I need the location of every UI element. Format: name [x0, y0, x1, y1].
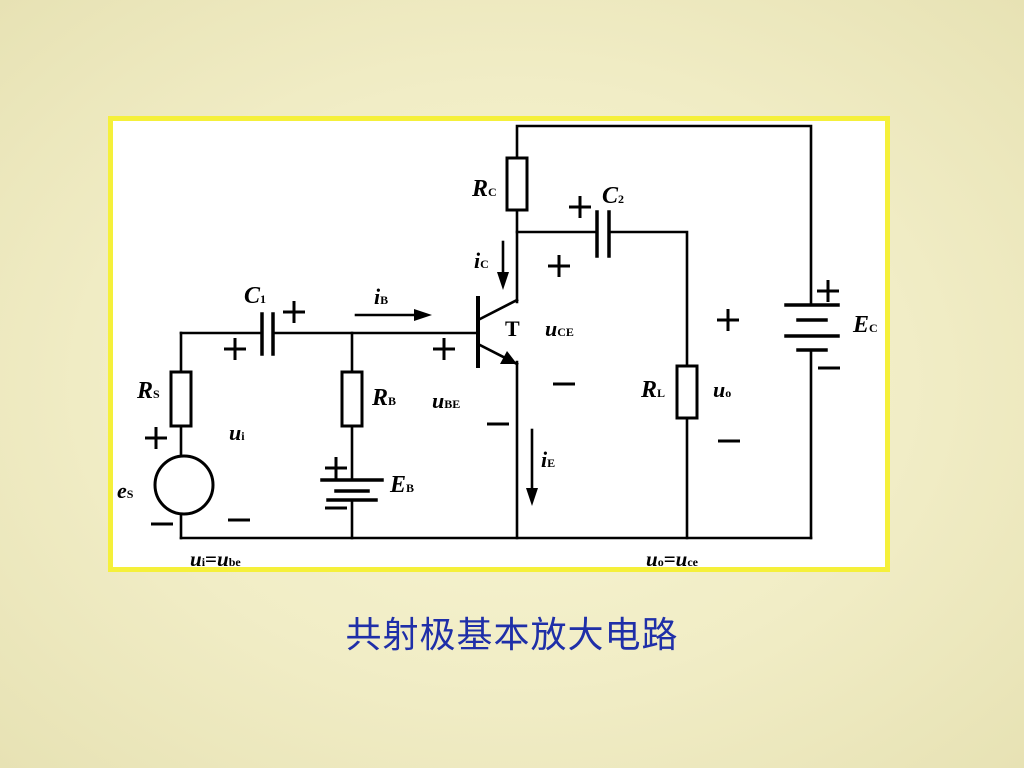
c1-label: C1: [244, 283, 266, 309]
eb-battery: [320, 478, 384, 502]
ie-arrow: [526, 428, 538, 506]
ie-label: iE: [541, 447, 555, 472]
ui-equals-ube-label: ui=ube: [190, 547, 241, 567]
rs-resistor: [169, 370, 193, 428]
transistor-t: [476, 296, 519, 368]
rc-label: RC: [471, 176, 497, 202]
rb-label: RB: [371, 385, 396, 411]
rs-label: RS: [136, 378, 160, 404]
es-label: eS: [117, 478, 134, 503]
c2-capacitor: [595, 210, 611, 258]
diagram-caption: 共射极基本放大电路: [345, 615, 679, 656]
ec-label: EC: [852, 312, 878, 338]
uo-label: uo: [713, 377, 731, 402]
eb-label: EB: [389, 472, 414, 498]
transistor-label: T: [505, 316, 520, 341]
rl-label: RL: [640, 377, 665, 403]
c2-label: C2: [602, 183, 624, 209]
es-voltage-source: [153, 454, 215, 516]
ui-label: ui: [229, 420, 245, 445]
ic-arrow: [497, 240, 509, 290]
circuit-wires: [179, 124, 813, 540]
rl-resistor: [675, 364, 699, 420]
uo-equals-uce-label: uo=uce: [646, 547, 699, 567]
polarity-signs: [145, 196, 840, 526]
ib-label: iB: [374, 284, 388, 309]
rb-resistor: [340, 370, 364, 428]
uce-label: uCE: [545, 316, 574, 341]
ube-label: uBE: [432, 388, 460, 413]
c1-capacitor: [260, 312, 275, 356]
ib-arrow: [354, 309, 432, 321]
rc-resistor: [505, 156, 529, 212]
circuit-diagram-frame: RC C2 iC C1 iB T uCE EC RS RB uBE RL uo …: [108, 116, 890, 572]
ec-battery: [784, 303, 840, 352]
ic-label: iC: [474, 248, 489, 273]
common-emitter-amplifier-circuit: RC C2 iC C1 iB T uCE EC RS RB uBE RL uo …: [117, 124, 878, 567]
